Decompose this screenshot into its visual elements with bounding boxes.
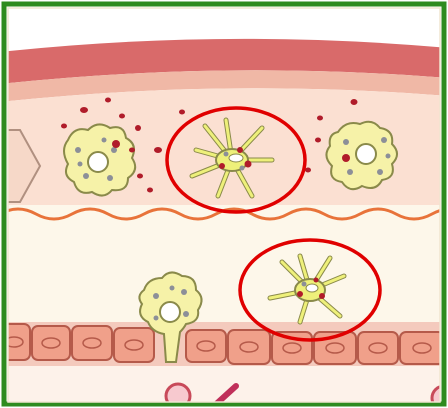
amoeboid-cell-icon-right [326, 122, 397, 189]
endothelial-layer [0, 322, 448, 366]
lumen-area [0, 205, 448, 335]
amoeboid-cell-icon [64, 124, 135, 195]
